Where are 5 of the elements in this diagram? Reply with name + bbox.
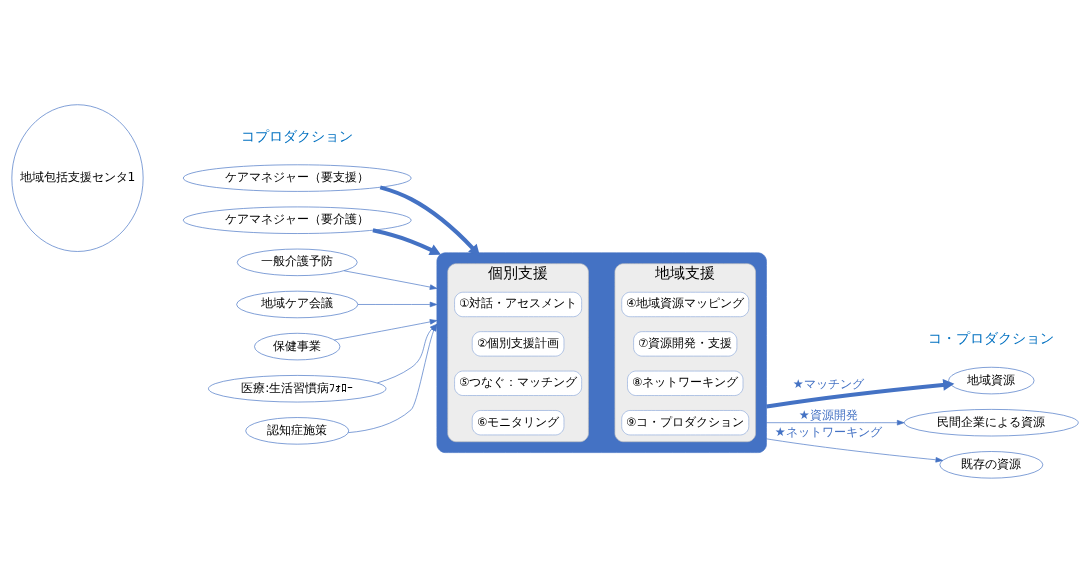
edge-label: ★ネットワーキング [774,424,882,439]
edge-label: ★マッチング [792,377,864,392]
label: コ・プロダクション [928,330,1055,347]
edge-label: ★資源開発 [798,407,858,422]
label: コプロダクション [241,127,354,144]
